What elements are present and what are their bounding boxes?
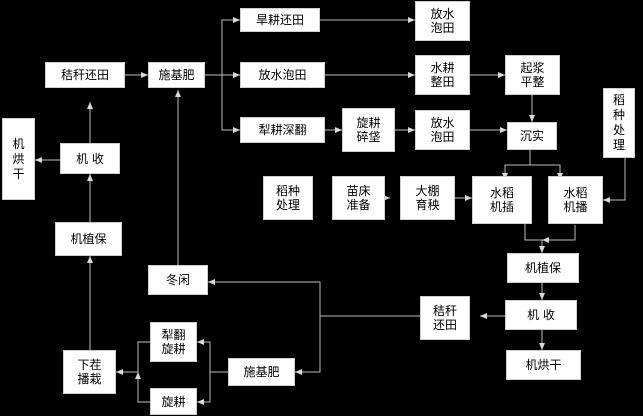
node-deep-plow: 犁耕深翻 <box>240 117 325 143</box>
node-plow-rotary: 犁翻 旋耕 <box>150 322 197 362</box>
node-rotary-crush: 旋耕 碎垡 <box>342 108 395 152</box>
edge <box>205 17 240 76</box>
node-base-fertilizer-top: 施基肥 <box>148 62 205 88</box>
edge <box>221 75 240 133</box>
node-rotary-till: 旋耕 <box>150 388 197 415</box>
node-greenhouse-nursery: 大棚 育秧 <box>400 176 455 220</box>
node-flood-field-mid: 放水泡田 <box>240 62 325 88</box>
node-flood-field-b: 放水 泡田 <box>415 110 470 150</box>
edge <box>524 220 545 253</box>
node-plant-protection-right: 机植保 <box>507 253 579 283</box>
edge <box>197 372 211 405</box>
edge <box>295 316 321 375</box>
node-seedbed-prep: 苗床 准备 <box>332 176 385 220</box>
node-straw-return-top: 秸秆还田 <box>45 62 125 88</box>
node-seed-treatment-right: 稻 种 处 理 <box>603 88 635 158</box>
node-dry-plow-return: 旱耕还田 <box>240 8 320 32</box>
node-straw-return-bottom: 秸秆 还田 <box>420 296 470 340</box>
edge <box>530 164 563 180</box>
node-rice-transplant: 水稻 机插 <box>472 176 532 224</box>
node-machine-dry-left: 机 烘 干 <box>2 118 35 200</box>
node-puddle-level: 起浆 平整 <box>505 55 560 95</box>
node-machine-harvest-right: 机 收 <box>505 300 577 330</box>
edge <box>197 339 228 373</box>
edge <box>502 150 531 180</box>
node-flood-field-a: 放水 泡田 <box>415 1 470 41</box>
node-rice-direct-seed: 水稻 机播 <box>548 176 603 224</box>
edge <box>542 225 576 243</box>
node-wet-tillage: 水耕 整田 <box>415 55 470 95</box>
node-winter-fallow: 冬闲 <box>148 265 208 295</box>
node-next-crop-sowing: 下茬 播栽 <box>63 350 116 394</box>
edge <box>603 156 626 203</box>
node-seed-treatment: 稻种 处理 <box>263 176 313 220</box>
node-plant-protection-left: 机植保 <box>55 222 122 256</box>
node-machine-dry-right: 机烘干 <box>506 350 581 380</box>
node-machine-harvest-left: 机 收 <box>60 143 120 174</box>
node-settle: 沉实 <box>507 122 557 150</box>
edge <box>208 279 420 317</box>
edge <box>135 372 150 403</box>
node-base-fertilizer-bottom: 施基肥 <box>228 358 295 386</box>
edge <box>116 341 150 375</box>
